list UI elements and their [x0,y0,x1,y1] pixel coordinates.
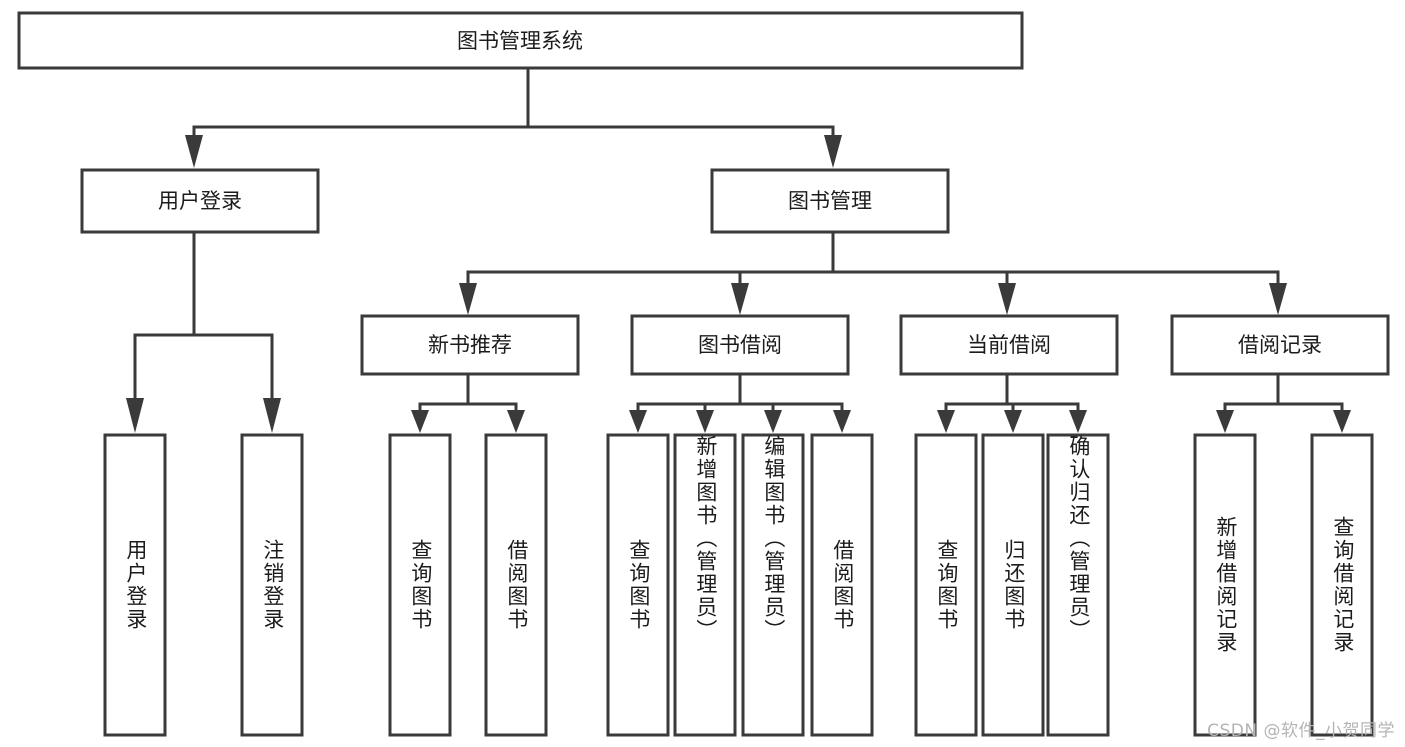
connectors-new-book-recommend-to-leaves [411,372,525,433]
arrowhead-book-borrow-leaf-1 [629,410,647,433]
leaf-box-current-borrow-1[interactable] [914,433,978,737]
arrowhead-book-borrow-leaf-4 [833,410,851,433]
arrowhead-to-borrow-record [1269,283,1287,315]
node-current-borrow[interactable]: 当前借阅 [899,314,1119,376]
leaf-box-book-borrow-3[interactable] [741,433,805,737]
arrowhead-to-book-borrow [731,283,749,315]
arrowhead-new-book-leaf-1 [411,410,429,433]
node-root-label: 图书管理系统 [457,29,583,53]
leaf-box-new-book-1[interactable] [388,433,452,737]
node-book-borrow-box [630,314,850,376]
arrowhead-borrow-record-leaf-1 [1216,410,1234,433]
connectors-user-login-to-leaves [126,230,281,433]
leaf-boxes-borrow-record [1193,433,1374,737]
connectors-borrow-record-to-leaves [1216,372,1351,433]
node-book-manage-box [710,168,950,234]
node-borrow-record[interactable]: 借阅记录 [1170,314,1390,376]
leaf-boxes-new-book-recommend [388,433,548,737]
leaf-box-borrow-record-1[interactable] [1193,433,1257,737]
node-new-book-recommend[interactable]: 新书推荐 [360,314,580,376]
arrowhead-root-to-user-login [185,135,203,168]
arrowhead-user-login-leaf-1 [126,398,144,433]
node-new-book-recommend-box [360,314,580,376]
node-new-book-recommend-label: 新书推荐 [428,333,512,357]
arrowhead-to-current-borrow [998,283,1016,315]
watermark-text: CSDN @软件_小贺同学 [1207,721,1395,741]
node-user-login-label: 用户登录 [158,189,242,213]
leaf-box-current-borrow-3[interactable] [1046,433,1110,737]
arrowhead-book-borrow-leaf-2 [696,410,714,433]
leaf-boxes-user-login [103,433,304,737]
leaf-boxes-current-borrow [914,433,1110,737]
node-book-manage-label: 图书管理 [788,189,872,213]
arrowhead-borrow-record-leaf-2 [1333,410,1351,433]
leaf-boxes-book-borrow [606,433,874,737]
arrowhead-book-borrow-leaf-3 [764,410,782,433]
node-root-system[interactable]: 图书管理系统 [17,11,1024,70]
node-book-borrow[interactable]: 图书借阅 [630,314,850,376]
leaf-box-book-borrow-2[interactable] [673,433,737,737]
leaf-box-user-login-2[interactable] [240,433,304,737]
node-book-manage[interactable]: 图书管理 [710,168,950,234]
leaf-box-book-borrow-4[interactable] [810,433,874,737]
leaf-box-current-borrow-2[interactable] [981,433,1045,737]
connectors-root-to-level2 [185,66,842,168]
leaf-box-new-book-2[interactable] [484,433,548,737]
node-current-borrow-label: 当前借阅 [967,333,1051,357]
node-borrow-record-box [1170,314,1390,376]
connectors-current-borrow-to-leaves [937,372,1087,433]
connectors-book-manage-to-level3 [459,230,1287,315]
leaf-box-user-login-1[interactable] [103,433,167,737]
arrowhead-to-new-book-recommend [459,283,477,315]
node-user-login-box [80,168,320,234]
node-book-borrow-label: 图书借阅 [698,333,782,357]
node-root-box [17,11,1024,70]
node-current-borrow-box [899,314,1119,376]
arrowhead-current-borrow-leaf-1 [937,410,955,433]
leaf-box-borrow-record-2[interactable] [1310,433,1374,737]
arrowhead-root-to-book-manage [824,135,842,168]
connectors-book-borrow-to-leaves [629,372,851,433]
node-borrow-record-label: 借阅记录 [1238,333,1322,357]
leaf-box-book-borrow-1[interactable] [606,433,670,737]
arrowhead-current-borrow-leaf-2 [1004,410,1022,433]
arrowhead-user-login-leaf-2 [263,398,281,433]
node-user-login[interactable]: 用户登录 [80,168,320,234]
arrowhead-new-book-leaf-2 [507,410,525,433]
arrowhead-current-borrow-leaf-3 [1069,410,1087,433]
